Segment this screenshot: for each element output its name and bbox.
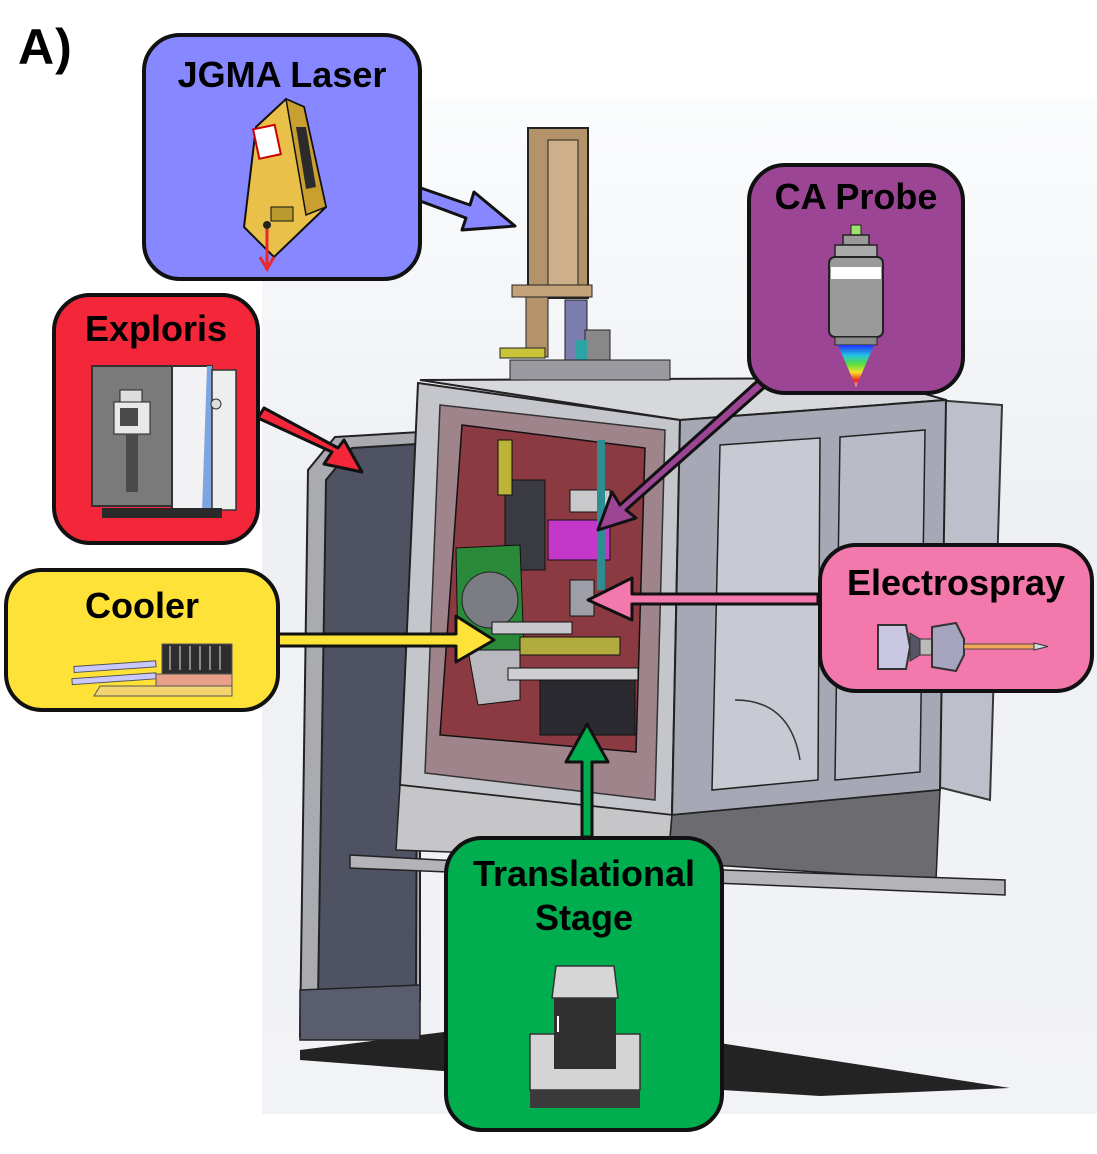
callout-title: CA Probe [774,176,938,217]
panel-label: A) [18,19,73,75]
callout-title: JGMA Laser [177,54,387,95]
callout-ca-probe: CA Probe [747,163,965,395]
laser-tower [499,127,671,381]
callout-exploris: Exploris [52,293,260,545]
arrow-exploris [256,406,364,474]
cooler-icon [71,643,233,697]
cooler-stage [519,636,621,656]
mass-spectrometer-icon [91,365,237,518]
callout-title: Cooler [84,585,199,626]
callout-title-line1: Translational [472,853,696,894]
callout-title-line2: Stage [534,897,634,938]
arrow-jgma-laser [410,184,517,232]
arrow-translational-stage [564,722,610,839]
callout-translational-stage: Translational Stage [444,836,724,1132]
arrow-cooler [274,614,496,664]
ca-probe-icon [828,224,884,387]
callout-jgma-laser: JGMA Laser [142,33,422,281]
cabinet-front-face [398,381,682,817]
arrow-electrospray [586,576,820,622]
translation-stage-icon [529,965,641,1108]
callout-cooler: Cooler [4,568,280,712]
electrospray-emitter-icon [877,621,1049,673]
callout-title: Exploris [84,308,228,349]
callout-title: Electrospray [846,562,1066,603]
callout-electrospray: Electrospray [818,543,1094,693]
laser-module-icon [242,97,328,272]
